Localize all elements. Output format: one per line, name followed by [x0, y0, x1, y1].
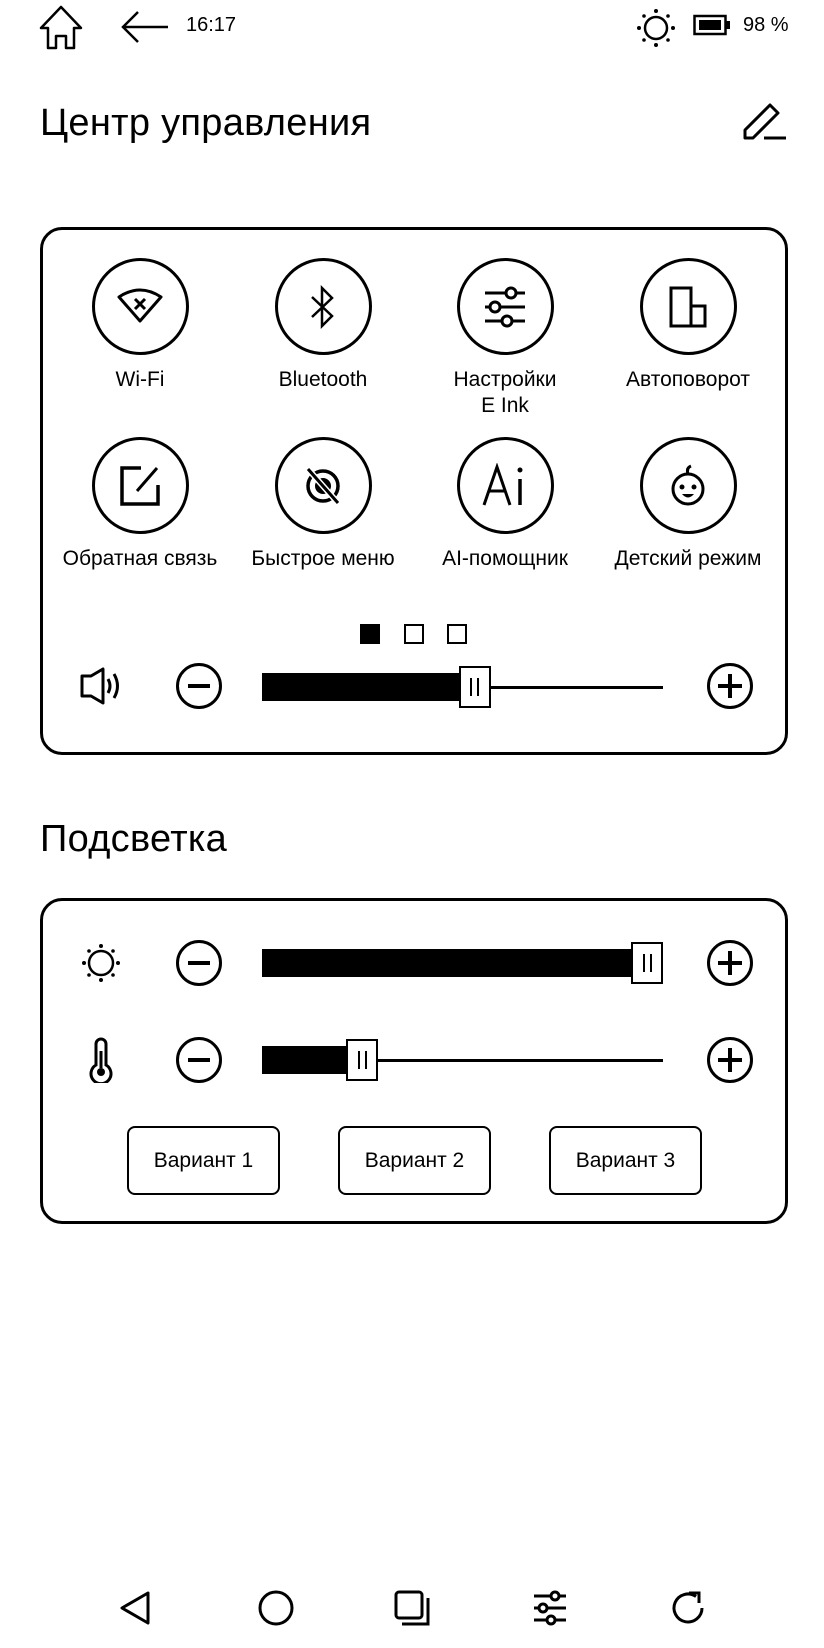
page-indicator-2[interactable]: [404, 624, 424, 644]
temperature-slider[interactable]: [262, 1039, 663, 1081]
volume-slider-thumb[interactable]: [458, 666, 491, 708]
temperature-decrease-button[interactable]: [176, 1037, 222, 1083]
nav-home-icon[interactable]: [254, 1586, 298, 1630]
brightness-decrease-button[interactable]: [176, 940, 222, 986]
tile-bluetooth[interactable]: Bluetooth: [238, 258, 408, 393]
nav-back-icon[interactable]: [113, 1586, 157, 1630]
volume-increase-button[interactable]: [707, 663, 753, 709]
tile-label: Bluetooth: [278, 368, 368, 391]
tile-label: Быстрое меню: [251, 547, 395, 570]
preset-2-button[interactable]: Вариант 2: [338, 1126, 491, 1195]
brightness-icon: [81, 943, 121, 983]
nav-settings-sliders-icon[interactable]: [528, 1586, 572, 1630]
brightness-slider-thumb[interactable]: [631, 942, 663, 984]
battery-icon: [693, 14, 731, 36]
home-icon[interactable]: [38, 4, 84, 50]
feedback-icon: [91, 437, 189, 534]
clock: 16:17: [186, 14, 237, 36]
tile-label: AI-помощник: [442, 547, 568, 570]
child-face-icon: [639, 437, 737, 534]
backlight-panel: Вариант 1 Вариант 2 Вариант 3: [40, 898, 788, 1224]
thermometer-icon: [87, 1037, 115, 1086]
tile-feedback[interactable]: Обратная связь: [55, 437, 225, 572]
quick-menu-off-icon: [274, 437, 372, 534]
page-title: Центр управления: [40, 102, 372, 144]
bluetooth-icon: [274, 258, 372, 355]
tile-label: Wi-Fi: [115, 368, 165, 391]
speaker-icon: [79, 666, 125, 706]
volume-slider[interactable]: [262, 666, 663, 708]
brightness-increase-button[interactable]: [707, 940, 753, 986]
tile-label: Обратная связь: [62, 547, 218, 570]
page-indicator-1[interactable]: [360, 624, 380, 644]
tile-label: Детский режим: [614, 547, 762, 570]
sliders-icon: [456, 258, 554, 355]
frontlight-icon[interactable]: [636, 8, 676, 48]
tile-kids-mode[interactable]: Детский режим: [603, 437, 773, 572]
nav-refresh-icon[interactable]: [667, 1586, 711, 1630]
tile-label: Настройки E Ink: [453, 368, 557, 417]
battery-percent: 98 %: [743, 14, 789, 36]
rotate-icon: [639, 258, 737, 355]
volume-decrease-button[interactable]: [176, 663, 222, 709]
tile-quick-menu[interactable]: Быстрое меню: [238, 437, 408, 572]
edit-pencil-icon[interactable]: [740, 100, 788, 146]
wifi-off-icon: [91, 258, 189, 355]
temperature-slider-thumb[interactable]: [346, 1039, 379, 1081]
control-center-panel: Wi-Fi Bluetooth Настройки E Ink Автопово…: [40, 227, 788, 755]
preset-1-button[interactable]: Вариант 1: [127, 1126, 280, 1195]
brightness-slider[interactable]: [262, 942, 663, 984]
backlight-title: Подсветка: [40, 818, 228, 860]
tile-eink-settings[interactable]: Настройки E Ink: [420, 258, 590, 419]
tile-label: Автоповорот: [626, 368, 750, 391]
ai-icon: [456, 437, 554, 534]
preset-3-button[interactable]: Вариант 3: [549, 1126, 702, 1195]
tile-autorotate[interactable]: Автоповорот: [603, 258, 773, 393]
tile-ai-assistant[interactable]: AI-помощник: [420, 437, 590, 572]
page-indicator-3[interactable]: [447, 624, 467, 644]
nav-recent-apps-icon[interactable]: [390, 1586, 434, 1630]
temperature-increase-button[interactable]: [707, 1037, 753, 1083]
tile-wifi[interactable]: Wi-Fi: [55, 258, 225, 393]
back-arrow-icon[interactable]: [120, 10, 170, 44]
